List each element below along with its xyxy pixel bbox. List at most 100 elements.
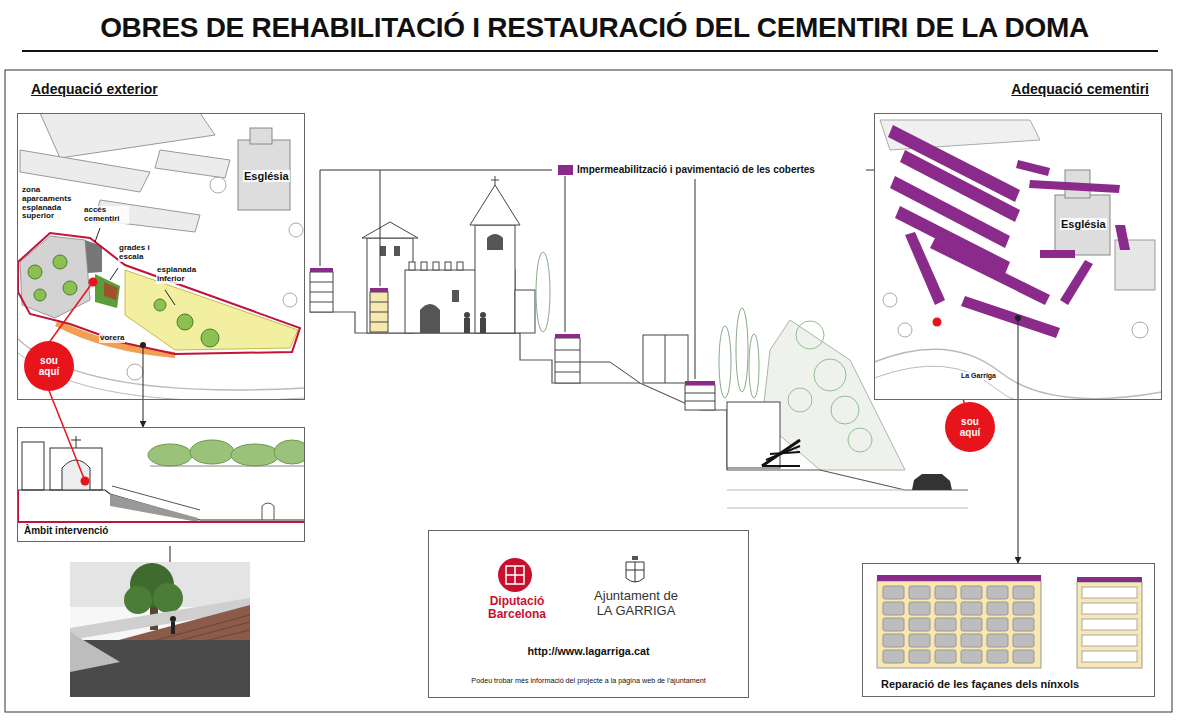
site-map-cemetery-part	[1055, 195, 1110, 255]
frame-part	[5, 70, 1172, 712]
map-label: Església	[1060, 218, 1107, 230]
site-map-exterior-part	[28, 265, 42, 279]
legend-leader	[320, 170, 946, 379]
niche-grid-part	[987, 618, 1008, 631]
frame	[5, 51, 1172, 712]
legend-leader-part	[320, 170, 552, 171]
elevation-drawing-part	[464, 312, 470, 318]
niche-grid-part	[909, 602, 930, 615]
site-map-cemetery-part	[874, 113, 1162, 400]
niche-grid-part	[961, 650, 982, 663]
niche-panel: Reparació de les façanes dels nínxols	[862, 563, 1155, 697]
elevation-drawing-part	[831, 396, 859, 424]
elevation-drawing-part	[420, 304, 440, 333]
niche-grid-part	[883, 650, 904, 663]
niche-facade-part	[877, 581, 1041, 668]
elevation-drawing-part	[912, 474, 952, 490]
connector-arrow	[143, 400, 144, 427]
site-map-exterior-part	[289, 223, 303, 237]
site-section-part	[50, 448, 102, 490]
niche-grid-part	[987, 602, 1008, 615]
elevation-drawing-part	[452, 290, 459, 302]
elevation-drawing-part	[736, 308, 748, 392]
site-section-part	[71, 440, 81, 441]
site-map-cemetery-part	[1132, 322, 1148, 338]
site-map-exterior-part	[125, 270, 298, 350]
legend-text: Impermeabilització i pavimentació de les…	[577, 164, 815, 175]
site-map-cemetery-part	[898, 323, 912, 337]
elevation-drawing-part	[491, 180, 499, 181]
map-label: esplanada inferior	[156, 266, 206, 284]
render-view	[70, 562, 250, 697]
elevation-drawing-part	[480, 318, 486, 333]
niche-grid-part	[961, 618, 982, 631]
elevation-drawing-part	[685, 393, 715, 394]
elevation-drawing-part	[370, 322, 388, 323]
elevation-drawing-part	[464, 318, 470, 333]
elevation-drawing-part	[370, 312, 388, 313]
site-map-exterior-part	[20, 236, 90, 318]
legend-leader-part	[380, 170, 381, 286]
elevation-drawing-part	[665, 335, 666, 383]
pin-leader-part	[48, 388, 85, 481]
map-panel: Adequació cementiri	[874, 113, 1162, 400]
niche-grid-part	[987, 650, 1008, 663]
site-section	[17, 427, 305, 542]
marker-label: sou aquí	[954, 416, 986, 438]
site-map-exterior-part	[238, 140, 290, 210]
elevation-drawing-part	[370, 288, 388, 292]
niche-shelves-part	[1082, 635, 1137, 646]
niche-grid-part	[935, 618, 956, 631]
legend-swatch	[558, 165, 573, 175]
marker-label: sou aquí	[33, 355, 65, 377]
site-map-exterior-part	[53, 255, 67, 269]
elevation-drawing-part	[457, 262, 463, 270]
legend-entry: Impermeabilització i pavimentació de les…	[558, 164, 815, 175]
site-section-part	[17, 521, 305, 523]
niche-shelves-part	[1082, 651, 1137, 662]
site-map-cemetery-part	[930, 238, 1050, 305]
render-view-part	[171, 622, 175, 634]
site-map-exterior-part	[110, 268, 118, 280]
site-map-exterior-part	[127, 364, 143, 380]
site-map-cemetery-part	[1018, 318, 1019, 400]
site-map-exterior-part	[34, 289, 46, 301]
site-map-exterior-part	[165, 290, 175, 305]
niche-grid-part	[987, 586, 1008, 599]
poster-title: OBRES DE REHABILITACIÓ I RESTAURACIÓ DEL…	[100, 12, 1089, 44]
niche-grid-part	[961, 586, 982, 599]
elevation-drawing-part	[362, 222, 418, 238]
site-section-part	[22, 442, 44, 490]
site-section-part	[112, 486, 200, 510]
web-address: http://www.lagarriga.cat	[429, 645, 748, 657]
panel-caption: Reparació de les façanes dels nínxols	[881, 678, 1079, 690]
elevation-drawing-part	[788, 388, 812, 412]
elevation-drawing-part	[310, 268, 333, 272]
site-map-exterior-part	[18, 233, 300, 354]
render-view-part	[70, 562, 250, 697]
elevation-drawing-part	[394, 246, 400, 256]
institution-name: Ajuntament de LA GARRIGA	[586, 589, 686, 619]
you-are-here-marker: sou aquí	[945, 402, 995, 452]
niche-grid-part	[1013, 602, 1034, 615]
site-section-part	[17, 490, 305, 520]
site-map-cemetery-part	[1016, 160, 1050, 176]
site-map-exterior-part	[210, 177, 226, 193]
render-view-part	[170, 616, 176, 622]
niche-grid-part	[1013, 618, 1034, 631]
site-map-exterior-part	[95, 228, 100, 242]
site-section-part	[148, 444, 192, 466]
niche-grid-part	[935, 602, 956, 615]
site-section-part	[62, 460, 90, 490]
site-section-part	[17, 427, 305, 542]
niche-grid-part	[909, 586, 930, 599]
map-label: Església	[243, 170, 290, 182]
elevation-drawing-part	[555, 362, 580, 363]
niche-grid-part	[883, 602, 904, 615]
elevation-drawing-part	[409, 262, 415, 270]
site-map-exterior-part	[177, 314, 193, 330]
site-map-exterior-part	[201, 329, 219, 347]
niche-shelves-part	[1082, 619, 1137, 630]
niche-shelves-part	[1082, 587, 1137, 598]
